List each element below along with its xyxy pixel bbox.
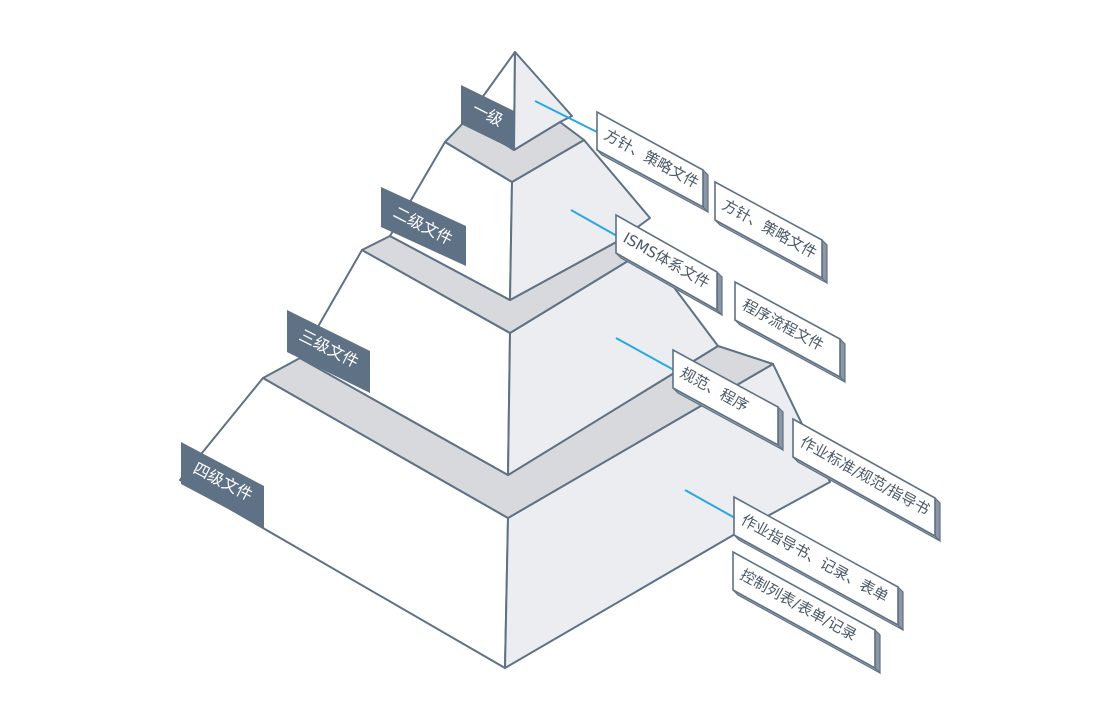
leader-line-3	[615, 337, 675, 371]
leader-line-2	[570, 209, 618, 237]
tier-4	[179, 345, 831, 669]
leader-line-1	[534, 100, 598, 133]
tier-1-side-face	[513, 51, 573, 151]
leader-line-4	[684, 489, 736, 519]
level-tag-1: 一级	[461, 85, 514, 150]
card-2: 方针、策略文件	[714, 180, 828, 285]
tier-3	[299, 235, 719, 476]
